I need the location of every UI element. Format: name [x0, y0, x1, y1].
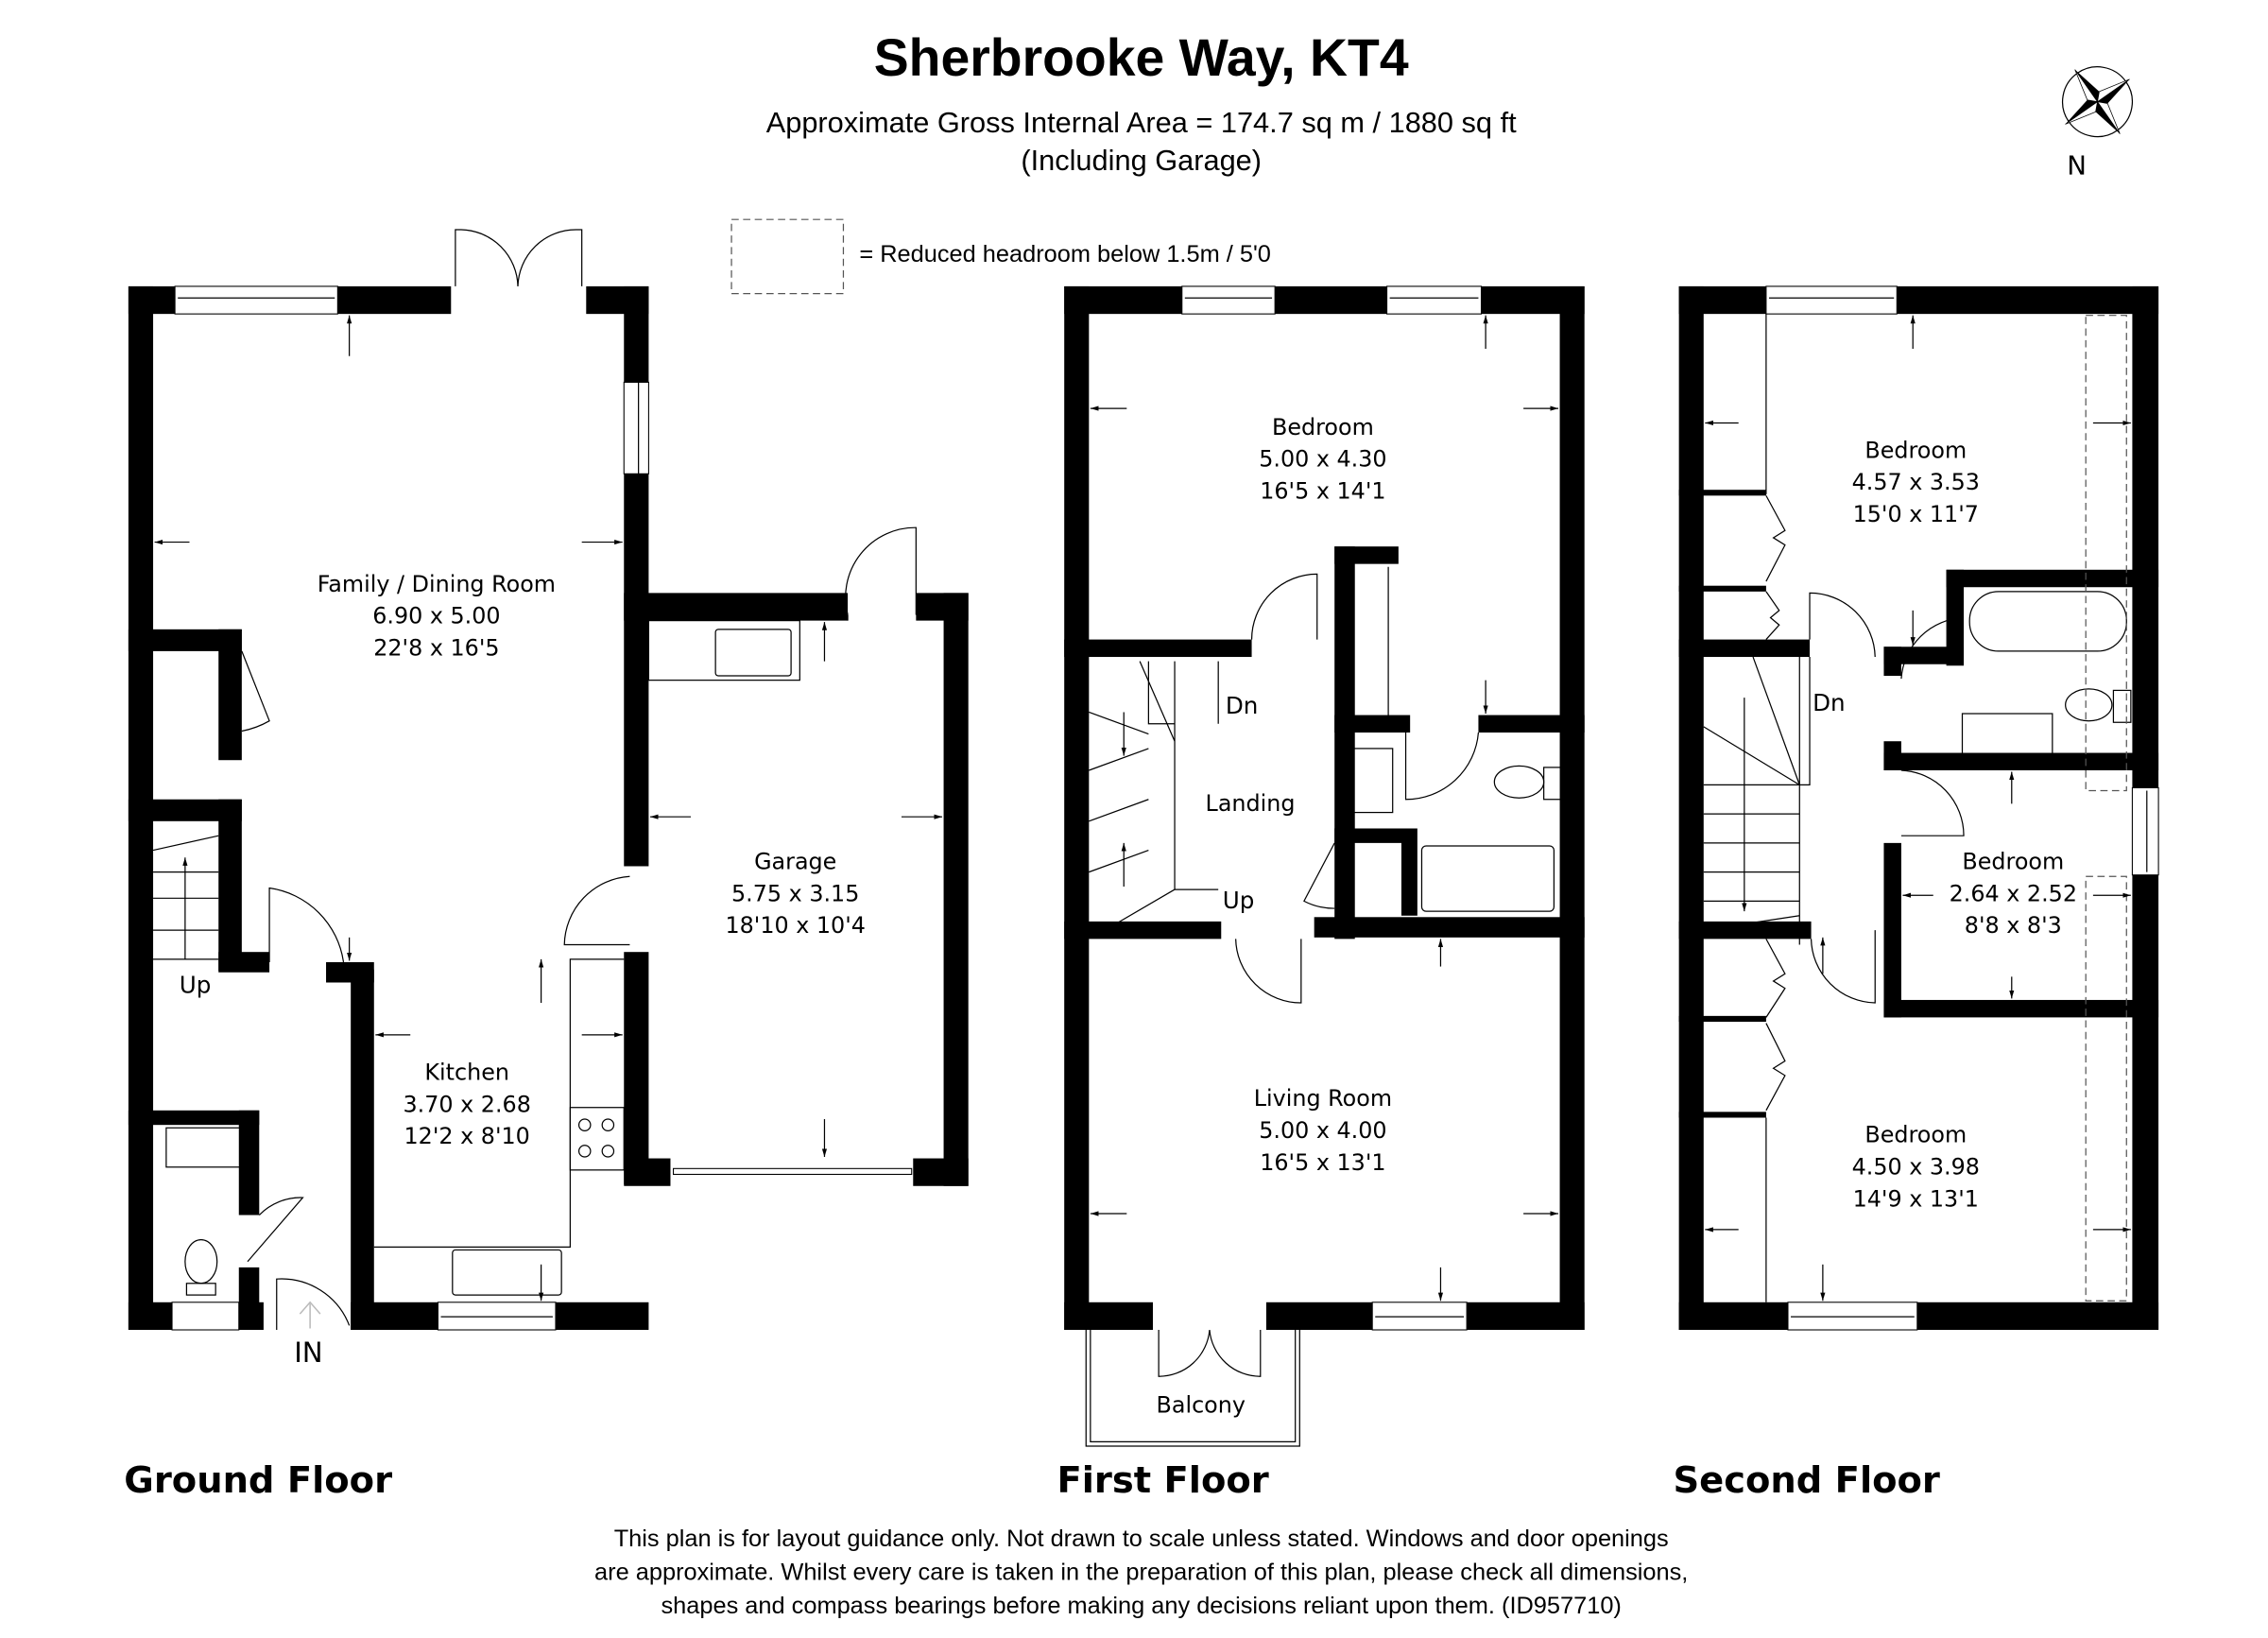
- room-name: Family / Dining Room: [318, 571, 556, 597]
- floor-label-first: First Floor: [1057, 1459, 1269, 1502]
- room-imperial: 8'8 x 8'3: [1965, 912, 2062, 939]
- disclaimer-line-3: shapes and compass bearings before makin…: [661, 1593, 1621, 1619]
- floor-label-second: Second Floor: [1673, 1459, 1939, 1502]
- room-second-bedroom-2: Bedroom 2.64 x 2.52 8'8 x 8'3: [1950, 849, 2077, 940]
- room-metric: 5.00 x 4.00: [1259, 1117, 1386, 1144]
- room-metric: 4.57 x 3.53: [1852, 469, 1980, 495]
- room-name: Garage: [754, 849, 836, 875]
- room-imperial: 14'9 x 13'1: [1853, 1185, 1979, 1212]
- stairs-up-label: Up: [1223, 887, 1255, 914]
- room-imperial: 15'0 x 11'7: [1853, 501, 1979, 527]
- room-metric: 2.64 x 2.52: [1950, 880, 2077, 906]
- room-imperial: 22'8 x 16'5: [373, 635, 499, 662]
- room-metric: 4.50 x 3.98: [1852, 1153, 1980, 1180]
- room-metric: 5.00 x 4.30: [1259, 446, 1386, 473]
- stairs-up-label: Up: [180, 971, 212, 998]
- compass-north-label: N: [2067, 150, 2087, 181]
- room-imperial: 18'10 x 10'4: [725, 912, 865, 939]
- entrance-label: IN: [294, 1336, 322, 1369]
- room-kitchen: Kitchen 3.70 x 2.68 12'2 x 8'10: [404, 1060, 531, 1150]
- first-floor-plan: [1064, 285, 1585, 1447]
- room-name: Bedroom: [1272, 414, 1374, 440]
- ground-floor-plan: [128, 229, 969, 1331]
- room-landing: Landing: [1206, 790, 1296, 817]
- room-name: Living Room: [1254, 1085, 1392, 1112]
- stairs-down-label: Dn: [1226, 692, 1259, 719]
- disclaimer-line-2: are approximate. Whilst every care is ta…: [594, 1559, 1688, 1585]
- stairs-down-label: Dn: [1813, 689, 1846, 716]
- page-title: Sherbrooke Way, KT4: [874, 28, 1409, 87]
- gross-area: Approximate Gross Internal Area = 174.7 …: [766, 106, 1517, 139]
- area-note: (Including Garage): [1021, 144, 1262, 177]
- room-second-bedroom-3: Bedroom 4.50 x 3.98 14'9 x 13'1: [1852, 1122, 1980, 1213]
- room-second-bedroom-1: Bedroom 4.57 x 3.53 15'0 x 11'7: [1852, 437, 1980, 527]
- compass-rose-icon: [2061, 66, 2134, 138]
- disclaimer-line-1: This plan is for layout guidance only. N…: [614, 1526, 1669, 1552]
- room-family-dining: Family / Dining Room 6.90 x 5.00 22'8 x …: [318, 571, 556, 662]
- room-name: Bedroom: [1962, 849, 2064, 875]
- room-metric: 5.75 x 3.15: [731, 880, 859, 906]
- room-imperial: 16'5 x 13'1: [1260, 1149, 1385, 1176]
- room-imperial: 16'5 x 14'1: [1260, 477, 1385, 504]
- second-floor-plan: [1678, 285, 2159, 1331]
- dashed-box-icon: [730, 218, 845, 295]
- room-name: Bedroom: [1864, 437, 1967, 463]
- room-name: Bedroom: [1864, 1122, 1967, 1148]
- floor-label-ground: Ground Floor: [124, 1459, 392, 1502]
- room-metric: 3.70 x 2.68: [404, 1091, 531, 1117]
- room-garage: Garage 5.75 x 3.15 18'10 x 10'4: [725, 849, 865, 940]
- room-living: Living Room 5.00 x 4.00 16'5 x 13'1: [1254, 1085, 1392, 1176]
- legend-text: = Reduced headroom below 1.5m / 5'0: [859, 241, 1271, 267]
- room-imperial: 12'2 x 8'10: [404, 1123, 530, 1149]
- legend-reduced-headroom: = Reduced headroom below 1.5m / 5'0: [730, 218, 1271, 295]
- room-metric: 6.90 x 5.00: [372, 603, 500, 629]
- room-balcony: Balcony: [1157, 1392, 1246, 1419]
- room-first-bedroom: Bedroom 5.00 x 4.30 16'5 x 14'1: [1259, 414, 1386, 505]
- room-name: Kitchen: [424, 1060, 509, 1086]
